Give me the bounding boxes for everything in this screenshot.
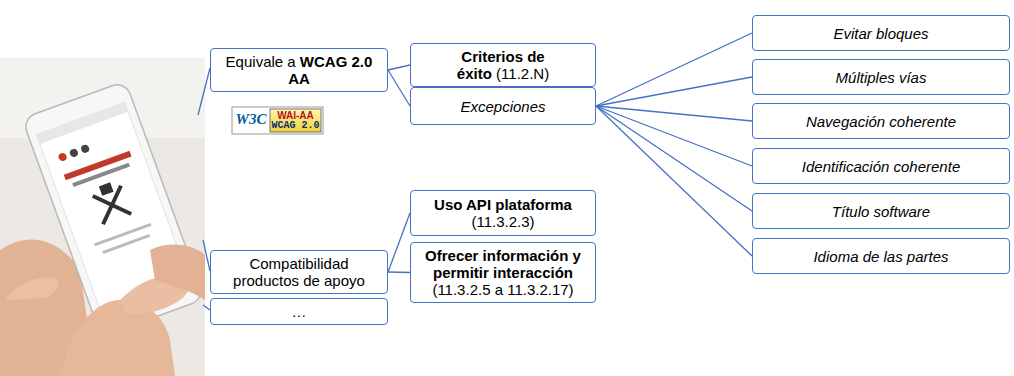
connector [596, 106, 752, 121]
exception-box: Múltiples vías [752, 59, 1010, 95]
connector [596, 33, 752, 106]
box-heading: WCAG 2.0 AA [288, 53, 372, 87]
box-content: Compatibilidad productos de apoyo [217, 255, 381, 289]
box-text: Navegación coherente [806, 113, 956, 130]
box-content: Navegación coherente [806, 113, 956, 130]
exception-box: Navegación coherente [752, 103, 1010, 139]
box-content: Ofrecer información y permitir interacci… [417, 247, 589, 298]
connector [388, 271, 410, 273]
connector [596, 106, 752, 211]
connector [388, 213, 410, 272]
topic-box: Uso API plataforma(11.3.2.3) [410, 190, 596, 236]
box-text: Múltiples vías [836, 69, 927, 86]
box-content: Identificación coherente [802, 158, 960, 175]
logo-text: WCAG 2.0 [270, 120, 321, 131]
box-content: Múltiples vías [836, 69, 927, 86]
box-content: Idioma de las partes [813, 248, 948, 265]
box-text: (11.3.2.3) [434, 213, 572, 230]
box-heading: Ofrecer información y permitir interacci… [417, 247, 589, 281]
branch-box: Equivale aWCAG 2.0 AA [210, 48, 388, 92]
box-content: Evitar bloques [833, 25, 928, 42]
box-heading: Uso API plataforma [434, 196, 572, 213]
box-content: Título software [832, 203, 930, 220]
logo-text: W3C [233, 111, 269, 127]
exception-box: Idioma de las partes [752, 238, 1010, 274]
box-text: Identificación coherente [802, 158, 960, 175]
box-content: … [292, 303, 307, 320]
exception-box: Título software [752, 193, 1010, 229]
exception-box: Identificación coherente [752, 148, 1010, 184]
connector [388, 70, 410, 106]
connector [596, 106, 752, 256]
box-content: Equivale aWCAG 2.0 AA [217, 53, 381, 87]
w3c-logo [232, 107, 323, 134]
box-text: Evitar bloques [833, 25, 928, 42]
box-content: Excepciones [460, 98, 545, 115]
branch-box: … [210, 298, 388, 325]
box-text: … [292, 303, 307, 320]
connector [388, 65, 410, 70]
box-text: (11.2.N) [496, 65, 549, 82]
box-text: Equivale a [226, 53, 296, 70]
logo-text: WAI-AA [270, 110, 321, 121]
box-content: Criterios de éxito(11.2.N) [417, 48, 589, 82]
leader-lines [198, 68, 210, 310]
box-text: Idioma de las partes [813, 248, 948, 265]
topic-box: Ofrecer información y permitir interacci… [410, 242, 596, 303]
box-text: Compatibilidad productos de apoyo [217, 255, 381, 289]
box-text: Título software [832, 203, 930, 220]
box-content: Uso API plataforma(11.3.2.3) [434, 196, 572, 230]
branch-box: Compatibilidad productos de apoyo [210, 250, 388, 294]
topic-box: Criterios de éxito(11.2.N) [410, 43, 596, 87]
connector [596, 106, 752, 166]
exception-box: Evitar bloques [752, 15, 1010, 51]
box-text: (11.3.2.5 a 11.3.2.17) [417, 281, 589, 298]
topic-box: Excepciones [410, 87, 596, 125]
box-text: Excepciones [460, 98, 545, 115]
connector [596, 77, 752, 106]
phone-photo [0, 58, 205, 376]
